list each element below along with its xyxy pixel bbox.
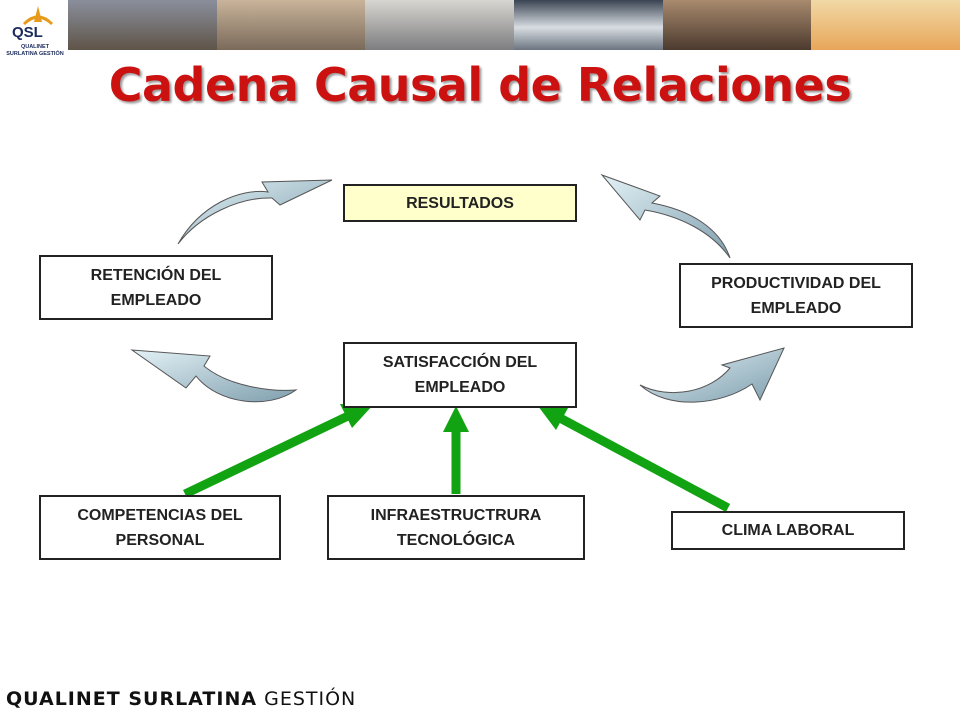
curved-arrow-satisfaccion-to-productividad (639, 347, 785, 403)
node-resultados: RESULTADOS (343, 184, 577, 222)
banner-photo-aircraft-nose (514, 0, 663, 50)
banner-photo-walking (365, 0, 515, 50)
photo-banner (68, 0, 960, 50)
footer-brand-bold: QUALINET SURLATINA (6, 688, 258, 710)
node-infraestructura-tecnologica: INFRAESTRUCTRURA TECNOLÓGICA (327, 495, 585, 560)
node-retencion-del-empleado: RETENCIÓN DEL EMPLEADO (39, 255, 273, 320)
green-arrow-infraestructura-to-satisfaccion (443, 406, 469, 494)
green-arrow-competencias-to-satisfaccion (183, 404, 373, 499)
green-arrow-clima-to-satisfaccion (538, 406, 731, 512)
banner-photo-presentation (68, 0, 217, 50)
logo-icon (22, 6, 54, 26)
page-title: Cadena Causal de Relaciones (108, 58, 852, 112)
node-satisfaccion-del-empleado: SATISFACCIÓN DEL EMPLEADO (343, 342, 577, 408)
node-competencias-del-personal: COMPETENCIAS DEL PERSONAL (39, 495, 281, 560)
banner-photo-people (216, 0, 366, 50)
footer-brand: QUALINET SURLATINA GESTIÓN (6, 688, 356, 710)
banner-photo-meeting (662, 0, 812, 50)
logo-subtitle: QUALINET SURLATINA GESTIÓN (6, 44, 64, 57)
logo-acronym: QSL (12, 24, 43, 41)
curved-arrow-retencion-to-resultados (177, 179, 333, 245)
footer-brand-light: GESTIÓN (264, 688, 357, 710)
node-productividad-del-empleado: PRODUCTIVIDAD DEL EMPLEADO (679, 263, 913, 328)
curved-arrow-satisfaccion-to-retencion (130, 349, 298, 403)
node-clima-laboral: CLIMA LABORAL (671, 511, 905, 550)
curved-arrow-resultados-to-productividad (600, 173, 731, 259)
banner-photo-airplane-sunset (811, 0, 960, 50)
